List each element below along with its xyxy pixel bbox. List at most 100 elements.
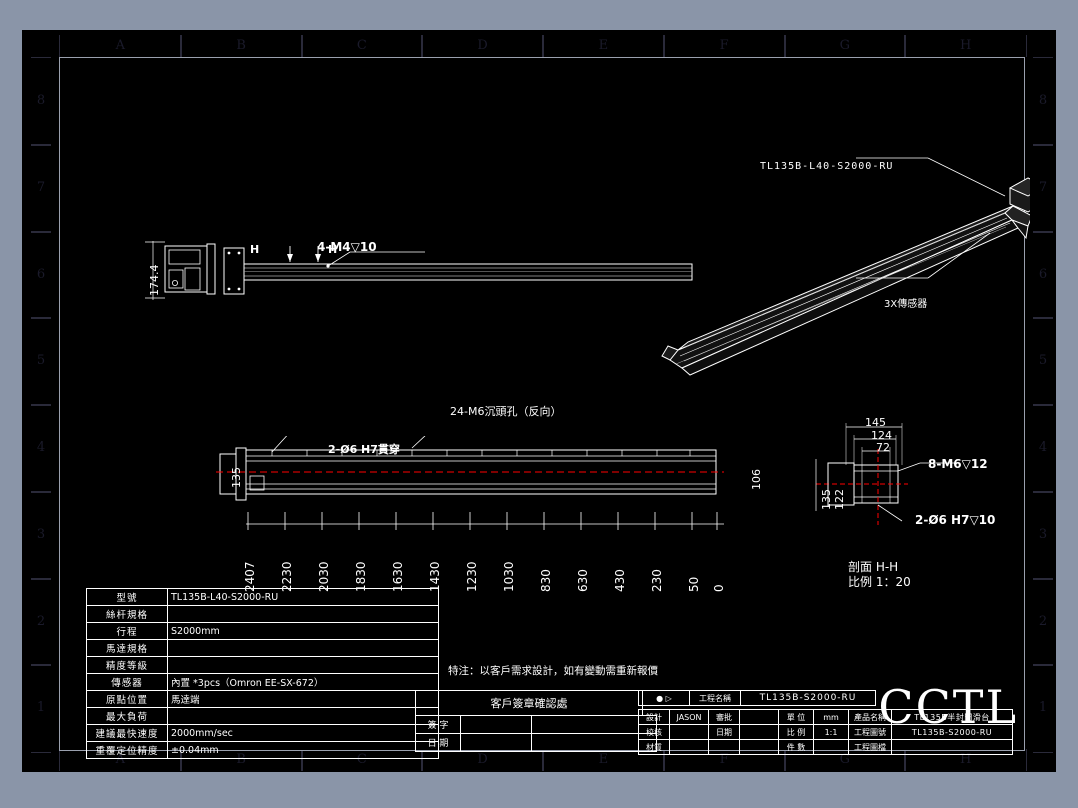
border-grid-label: A xyxy=(59,35,182,57)
spec-value[interactable]: TL135B-L40-S2000-RU xyxy=(167,588,439,606)
title-block-label: 比 例 xyxy=(778,724,814,740)
title-block-label: 審批 xyxy=(708,709,740,725)
border-grid-label: 2 xyxy=(31,577,51,667)
border-grid-label: F xyxy=(662,35,786,57)
iso-view xyxy=(661,157,1030,376)
dimension-value-label: 430 xyxy=(613,569,627,592)
sec-124-label: 124 xyxy=(871,429,892,442)
border-grid-label: G xyxy=(783,35,907,57)
border-grid-label: 8 xyxy=(1033,57,1053,146)
project-value: TL135B-S2000-RU xyxy=(740,690,876,706)
project-label: 工程名稱 xyxy=(689,690,741,706)
dim-135-front-label: 135 xyxy=(230,467,243,488)
iso-sensor-label: 3X傳感器 xyxy=(884,299,928,310)
spec-row: 傳感器內置 *3pcs（Omron EE-SX-672） xyxy=(86,673,439,691)
border-grid-label: 3 xyxy=(31,490,51,580)
spec-key: 重覆定位精度 xyxy=(86,741,168,759)
border-grid-label: 3 xyxy=(1033,490,1053,580)
border-grid-label: C xyxy=(300,749,424,771)
title-block-value[interactable]: 1:1 xyxy=(813,724,849,740)
spec-value[interactable] xyxy=(167,605,439,623)
section-view xyxy=(815,423,960,525)
border-grid-label: 4 xyxy=(31,404,51,493)
sign-value[interactable] xyxy=(460,715,532,734)
end-view xyxy=(145,241,216,300)
title-block-value[interactable] xyxy=(739,709,779,725)
title-block-value[interactable] xyxy=(891,739,1013,755)
border-grid-label: G xyxy=(783,749,907,771)
front-bore-label: 2-Ø6 H7貫穿 xyxy=(328,443,400,456)
title-block-value[interactable]: mm xyxy=(813,709,849,725)
section-mark-right-label: H xyxy=(328,243,338,256)
company-logo-icon: ● ▷ xyxy=(656,693,672,703)
border-grid-label: 5 xyxy=(31,317,51,406)
section-mark-left-label: H xyxy=(250,243,260,256)
spec-key: 型號 xyxy=(86,588,168,606)
sec-135-label: 135 xyxy=(820,489,833,510)
logo-cell: ● ▷ xyxy=(638,690,690,706)
section-title-label: 剖面 H-H xyxy=(848,560,899,574)
title-block-label xyxy=(708,739,740,755)
border-grid-label: 4 xyxy=(1033,404,1053,493)
border-grid-label: C xyxy=(300,35,424,57)
spec-value[interactable] xyxy=(167,707,439,725)
dimension-value-label: 50 xyxy=(687,576,701,592)
spec-key: 建議最快速度 xyxy=(86,724,168,742)
brand-logo: CCTL xyxy=(878,680,1018,734)
title-block-value[interactable] xyxy=(813,739,849,755)
sec-bore-label: 2-Ø6 H7▽10 xyxy=(915,513,996,527)
title-block-value[interactable] xyxy=(739,724,779,740)
date-label: 日 期 xyxy=(415,733,461,752)
border-grid-label: 6 xyxy=(1033,230,1053,320)
spec-key: 傳感器 xyxy=(86,673,168,691)
spec-key: 絲杆規格 xyxy=(86,605,168,623)
spec-value[interactable]: 2000mm/sec xyxy=(167,724,439,742)
border-grid-label: 1 xyxy=(1033,664,1053,753)
border-grid-label: B xyxy=(179,749,303,771)
title-block-label: 材質 xyxy=(638,739,670,755)
spec-value[interactable] xyxy=(167,656,439,674)
customer-signature-fields: 簽 字 日 期 xyxy=(415,715,657,752)
drawing-area: TL135B-L40-S2000-RU 3X傳感器 174.4 xyxy=(59,57,1030,759)
spec-key: 最大負荷 xyxy=(86,707,168,725)
sec-122-label: 122 xyxy=(833,489,846,510)
border-grid-label: 1 xyxy=(31,664,51,753)
title-block-value[interactable]: JASON xyxy=(669,709,709,725)
title-block-value[interactable] xyxy=(669,724,709,740)
spec-key: 原點位置 xyxy=(86,690,168,708)
title-block-project: ● ▷ 工程名稱 TL135B-S2000-RU xyxy=(638,690,876,706)
spec-row: 馬達規格 xyxy=(86,639,439,657)
date-value[interactable] xyxy=(460,733,532,752)
spec-value[interactable]: S2000mm xyxy=(167,622,439,640)
dim-106-front-label: 106 xyxy=(750,469,763,490)
border-grid-label: 5 xyxy=(1033,317,1053,406)
spec-value[interactable]: 內置 *3pcs（Omron EE-SX-672） xyxy=(167,673,439,691)
title-block-label: 校核 xyxy=(638,724,670,740)
title-block-value[interactable] xyxy=(739,739,779,755)
border-grid-label: 6 xyxy=(31,230,51,320)
title-block-value[interactable] xyxy=(669,739,709,755)
border-grid-label: 2 xyxy=(1033,577,1053,667)
border-grid-label: E xyxy=(542,35,665,57)
customer-block-title: 客戶簽章確認處 xyxy=(415,690,643,716)
spec-value[interactable]: 馬達端 xyxy=(167,690,439,708)
title-block-label: 單 位 xyxy=(778,709,814,725)
dimension-value-label: 830 xyxy=(539,569,553,592)
border-grid-label: H xyxy=(904,749,1027,771)
title-block-label: 件 數 xyxy=(778,739,814,755)
title-block-row: 材質件 數工程圖檔 xyxy=(638,739,1013,755)
customer-signature-block: 客戶簽章確認處 xyxy=(415,690,643,716)
border-grid-label: 7 xyxy=(31,143,51,233)
dimension-value-label: 1230 xyxy=(465,561,479,592)
spec-value[interactable] xyxy=(167,639,439,657)
spec-value[interactable]: ±0.04mm xyxy=(167,741,439,759)
title-block-label: 設計 xyxy=(638,709,670,725)
border-grid-label: D xyxy=(421,749,544,771)
